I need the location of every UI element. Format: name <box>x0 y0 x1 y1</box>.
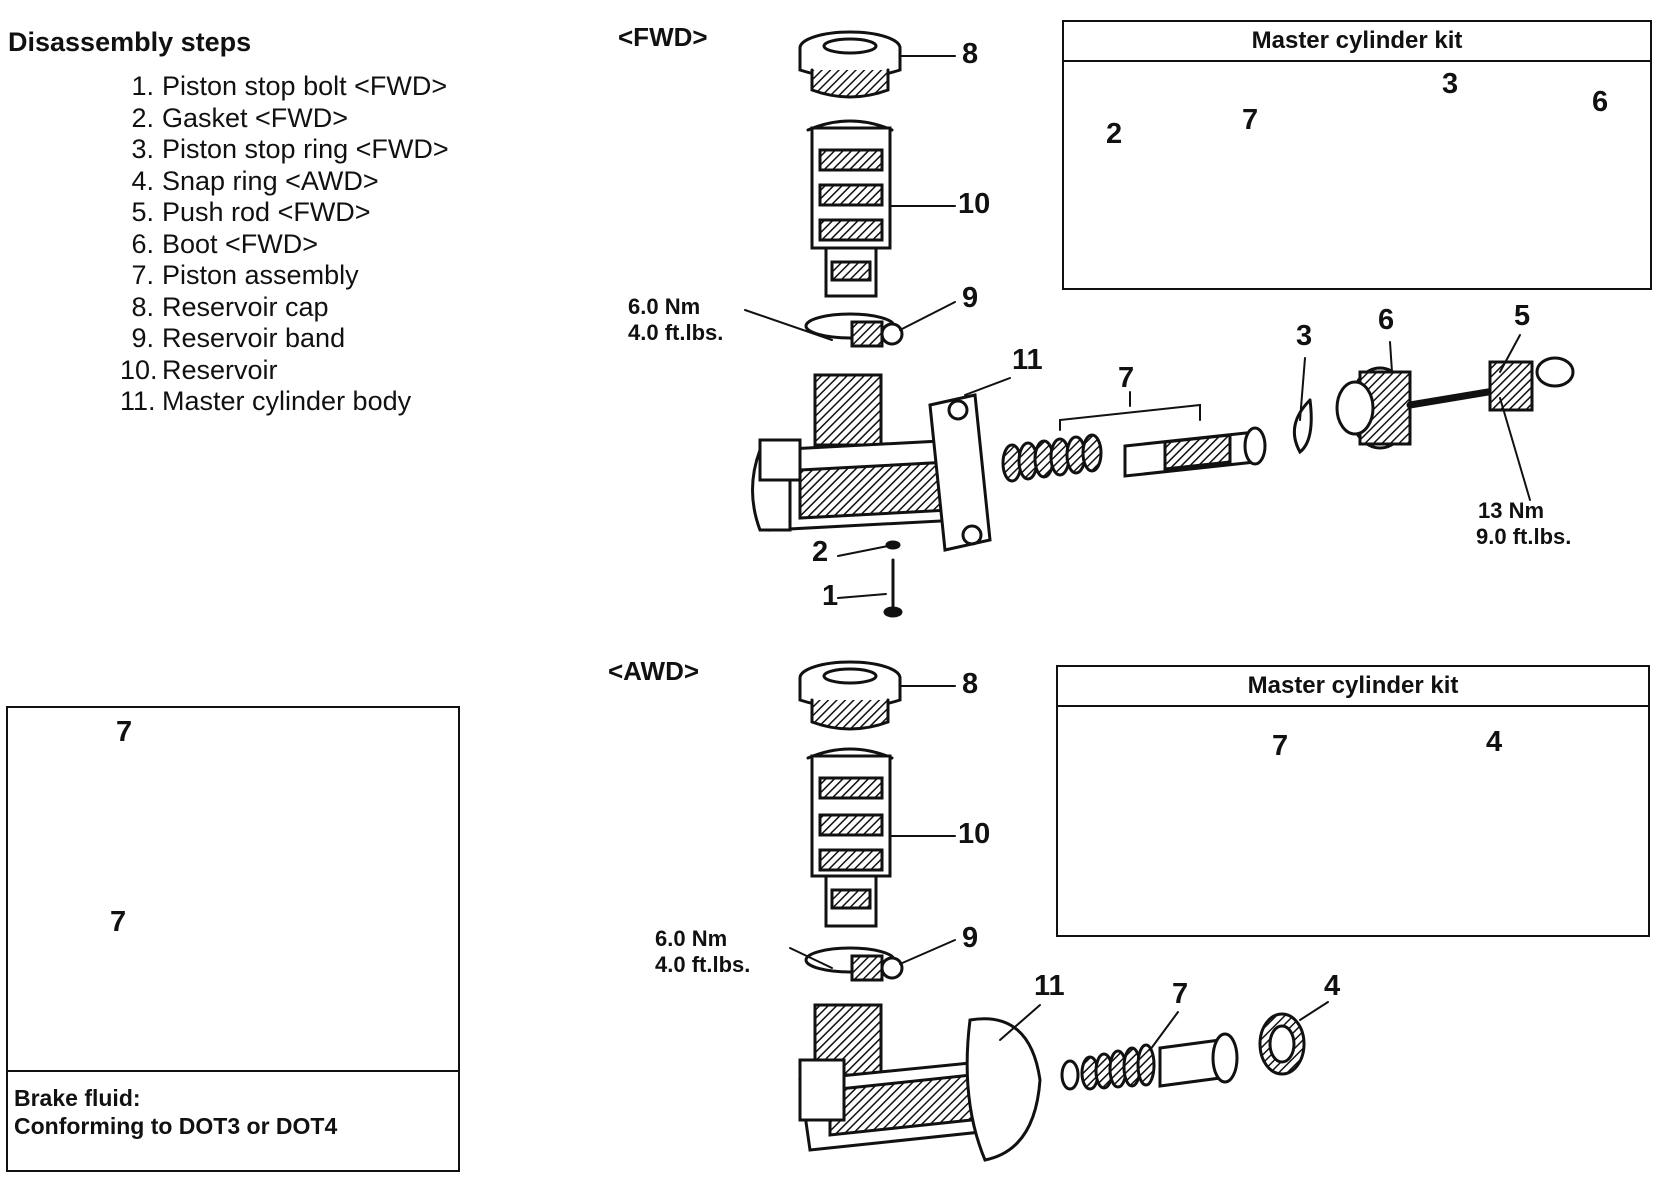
fwd-exploded-view <box>744 30 1575 618</box>
awd-callout-10: 10 <box>958 818 991 850</box>
fwd-callout-8: 8 <box>962 38 979 70</box>
list-item: 2.Gasket <FWD> <box>131 102 349 133</box>
fwd-callout-1: 1 <box>822 580 839 612</box>
awd-band-torque-spec: 6.0 Nm 4.0 ft.lbs. <box>655 926 751 977</box>
awd-kit-callout-7: 7 <box>1272 730 1289 762</box>
lubrication-callout-7-lower: 7 <box>110 906 127 938</box>
awd-reservoir-band <box>804 946 904 982</box>
list-item: 10.Reservoir <box>120 354 278 385</box>
awd-master-cylinder-body <box>798 1003 1042 1162</box>
lubrication-box: Brake fluid: Conforming to DOT3 or DOT4 <box>6 706 460 1172</box>
awd-callout-4: 4 <box>1324 970 1341 1002</box>
list-item: 7.Piston assembly <box>131 260 359 290</box>
fwd-kit-callout-3: 3 <box>1442 68 1459 100</box>
fwd-callout-7: 7 <box>1118 362 1135 394</box>
fwd-reservoir <box>806 119 894 298</box>
fwd-callout-5: 5 <box>1514 300 1531 332</box>
brake-fluid-note: Brake fluid: Conforming to DOT3 or DOT4 <box>8 1070 458 1140</box>
disassembly-steps-list: 1.Piston stop bolt <FWD> 2.Gasket <FWD> … <box>120 71 449 418</box>
fwd-reservoir-cap <box>798 30 902 99</box>
awd-kit-callout-4: 4 <box>1486 726 1503 758</box>
fwd-kit-callout-6: 6 <box>1592 86 1609 118</box>
awd-snap-ring <box>1258 1012 1306 1076</box>
awd-exploded-view <box>789 660 1329 1162</box>
fwd-pushrod-torque-spec: 13 Nm 9.0 ft.lbs. <box>1476 498 1572 549</box>
fwd-callout-9: 9 <box>962 282 979 314</box>
fwd-variant-label: <FWD> <box>618 22 708 52</box>
fwd-master-cylinder-kit-box: Master cylinder kit <box>1062 20 1652 290</box>
fwd-piston-stop-ring <box>1292 398 1313 455</box>
fwd-kit-title: Master cylinder kit <box>1064 22 1650 62</box>
awd-callout-9: 9 <box>962 922 979 954</box>
fwd-boot <box>1335 366 1412 450</box>
awd-callout-7: 7 <box>1172 978 1189 1010</box>
list-item: 11.Master cylinder body <box>120 386 412 416</box>
awd-reservoir-cap <box>798 660 902 731</box>
list-item: 5.Push rod <FWD> <box>131 197 371 227</box>
list-item: 8.Reservoir cap <box>131 291 329 322</box>
list-item: 6.Boot <FWD> <box>131 228 319 259</box>
awd-master-cylinder-kit-box: Master cylinder kit <box>1056 665 1650 937</box>
awd-variant-label: <AWD> <box>608 656 700 686</box>
fwd-kit-callout-2: 2 <box>1106 118 1123 150</box>
fwd-callout-11: 11 <box>1012 344 1043 376</box>
disassembly-title: Disassembly steps <box>8 27 252 57</box>
fwd-kit-callout-7: 7 <box>1242 104 1259 136</box>
list-item: 3.Piston stop ring <FWD> <box>131 134 449 164</box>
fwd-reservoir-band <box>804 312 904 348</box>
fwd-callout-3: 3 <box>1296 320 1313 352</box>
fwd-band-torque-spec: 6.0 Nm 4.0 ft.lbs. <box>628 294 724 345</box>
awd-reservoir <box>806 747 894 928</box>
fwd-piston-stop-bolt <box>883 540 903 618</box>
fwd-callout-6: 6 <box>1378 304 1395 336</box>
list-item: 1.Piston stop bolt <FWD> <box>131 71 448 101</box>
fwd-callout-10: 10 <box>958 188 991 220</box>
fwd-piston-assembly <box>1001 426 1267 483</box>
awd-callout-11: 11 <box>1034 970 1065 1002</box>
awd-leader-lines <box>789 685 1329 1051</box>
awd-piston-assembly <box>1060 1032 1239 1091</box>
list-item: 9.Reservoir band <box>131 323 346 353</box>
list-item: 4.Snap ring <AWD> <box>131 165 379 196</box>
fwd-callout-2: 2 <box>812 536 829 568</box>
fwd-master-cylinder-body <box>751 373 992 552</box>
awd-callout-8: 8 <box>962 668 979 700</box>
fwd-leader-lines <box>744 55 1531 599</box>
awd-kit-title: Master cylinder kit <box>1058 667 1648 707</box>
fwd-push-rod <box>1406 356 1575 412</box>
lubrication-callout-7-upper: 7 <box>116 716 133 748</box>
